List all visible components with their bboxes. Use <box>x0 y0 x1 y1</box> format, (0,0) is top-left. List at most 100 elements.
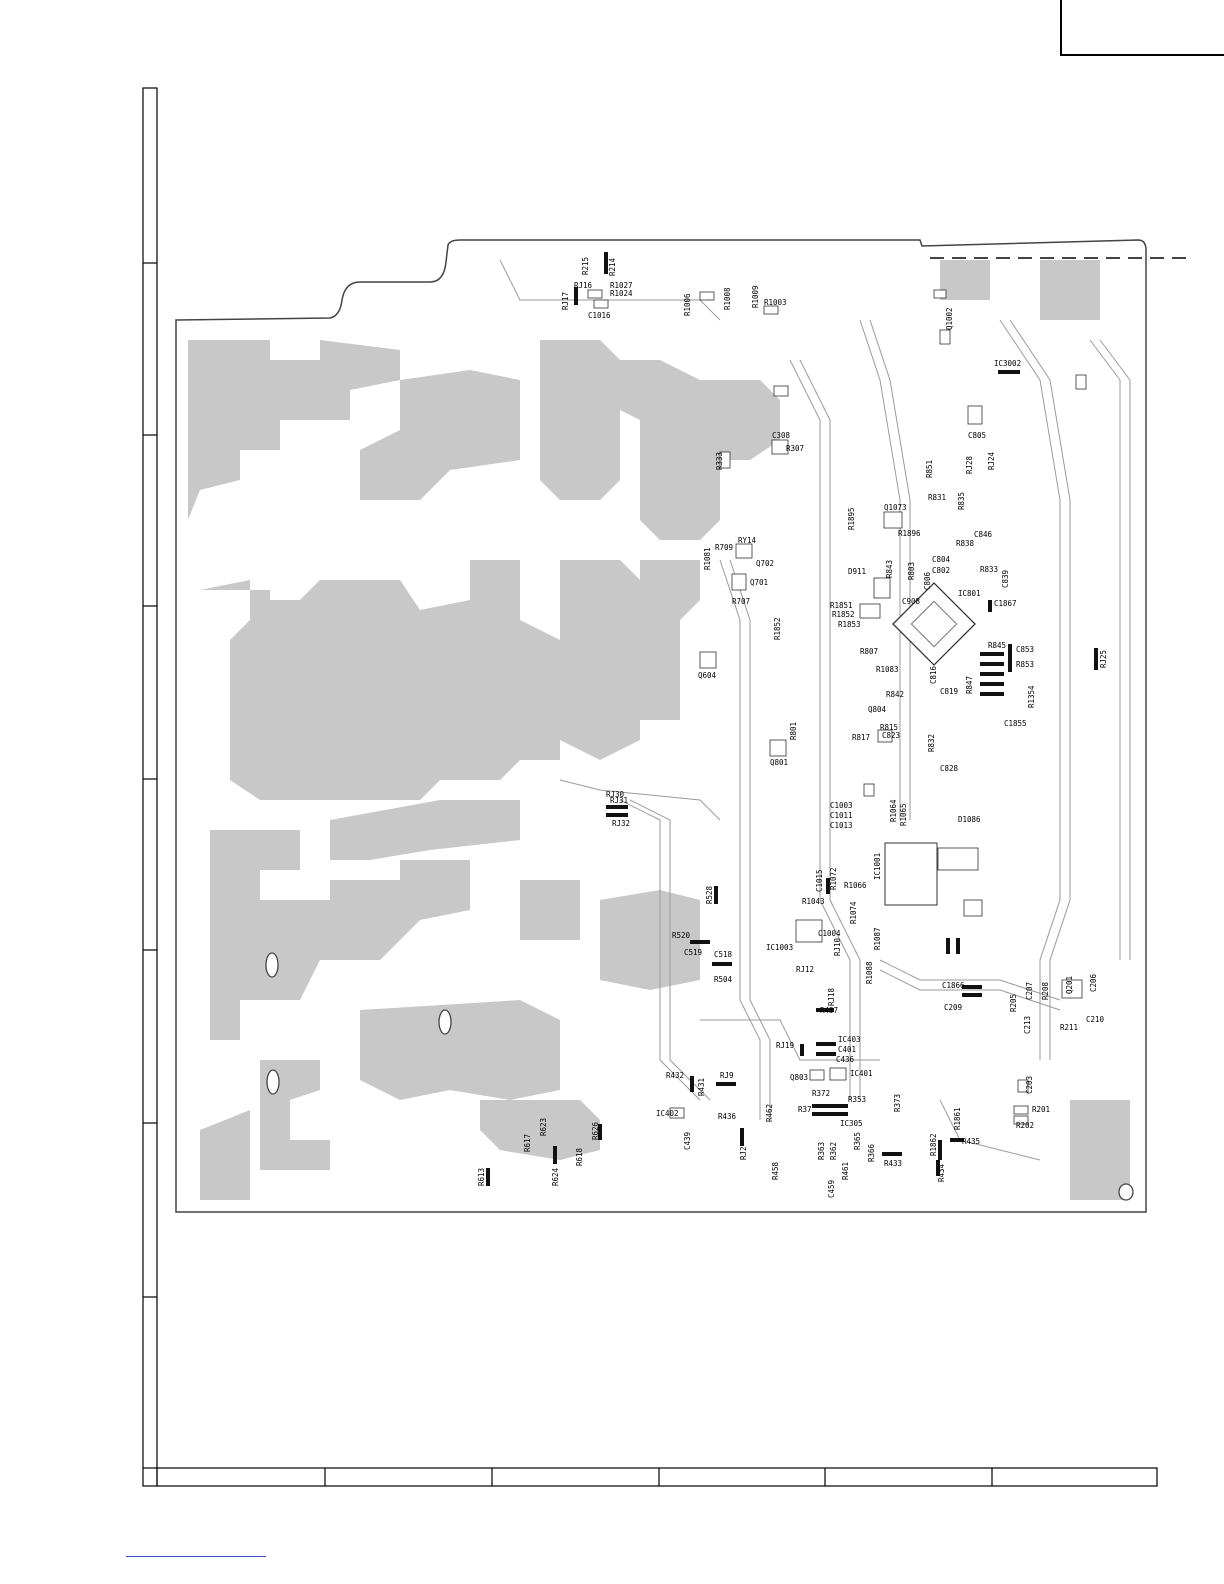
ref-label: R1024 <box>610 289 633 298</box>
ref-label: R843 <box>885 560 894 578</box>
title-block-corner <box>1060 0 1224 56</box>
ref-label: R1354 <box>1027 685 1036 708</box>
ref-label: Q201 <box>1065 976 1074 994</box>
ref-label: R1851 <box>830 601 853 610</box>
ref-label: Q1002 <box>945 307 954 330</box>
ref-label: C308 <box>772 431 791 440</box>
ref-label: R623 <box>539 1118 548 1136</box>
ref-label: R1861 <box>953 1107 962 1130</box>
ref-label: RJ30 <box>606 790 625 799</box>
ref-label: Q702 <box>756 559 774 568</box>
component-bodies <box>587 289 1087 1125</box>
ref-label: R431 <box>697 1078 706 1096</box>
ref-label: R1087 <box>873 927 882 950</box>
ref-label: R833 <box>980 565 998 574</box>
ref-label: R613 <box>477 1168 486 1186</box>
traces <box>499 259 1131 1161</box>
ref-label: R1074 <box>849 901 858 924</box>
ref-label: RJ2 <box>739 1146 748 1160</box>
ref-label: R626 <box>591 1121 600 1140</box>
ref-label: R815 <box>880 723 898 732</box>
ref-label: R211 <box>1060 1023 1078 1032</box>
ref-label: R520 <box>672 931 691 940</box>
ref-label: C806 <box>923 571 932 590</box>
ref-label: R372 <box>812 1089 830 1098</box>
ref-label: R215 <box>581 257 590 275</box>
ref-label: R205 <box>1009 994 1018 1012</box>
ref-label: IC801 <box>958 589 981 598</box>
ref-label: RJ17 <box>561 292 570 310</box>
footer-link-underline <box>126 1556 266 1557</box>
ref-label: Q801 <box>770 758 788 767</box>
ref-label: R832 <box>927 734 936 752</box>
ic1001-package <box>884 842 938 906</box>
ref-label: C518 <box>714 950 733 959</box>
component-pads <box>486 252 1098 1186</box>
ref-label: C459 <box>827 1180 836 1198</box>
ref-label: R333 <box>715 452 724 470</box>
ref-label: R618 <box>575 1147 584 1166</box>
ref-label: R461 <box>841 1162 850 1180</box>
ref-label: R504 <box>714 975 733 984</box>
ref-label: R835 <box>957 492 966 510</box>
ref-label: RJ31 <box>610 796 628 805</box>
ref-label: R435 <box>962 1137 980 1146</box>
ref-label: R373 <box>893 1094 902 1112</box>
ref-label: Q604 <box>698 671 717 680</box>
ref-label: C1016 <box>588 311 611 320</box>
ref-label: R807 <box>860 647 878 656</box>
ref-label: RJ10 <box>833 937 842 956</box>
ref-label: R831 <box>928 493 946 502</box>
ref-label: RJ24 <box>987 451 996 470</box>
ref-label: R1009 <box>751 285 760 308</box>
ref-label: R363 <box>817 1142 826 1160</box>
ref-label: IC402 <box>656 1109 679 1118</box>
ref-label: C1011 <box>830 811 853 820</box>
ref-label: C805 <box>968 431 986 440</box>
ref-label: R202 <box>1016 1121 1034 1130</box>
ref-label: R366 <box>867 1143 876 1162</box>
ref-label: R1003 <box>764 298 787 307</box>
ref-label: R437 <box>820 1006 838 1015</box>
ref-label: R433 <box>884 1159 902 1168</box>
ref-label: IC403 <box>838 1035 861 1044</box>
ref-label: C846 <box>974 530 993 539</box>
ref-label: C853 <box>1016 645 1034 654</box>
ref-label: C519 <box>684 948 702 957</box>
ref-label: IC1001 <box>873 853 882 880</box>
ref-label: R803 <box>907 562 916 580</box>
ref-label: R1066 <box>844 881 867 890</box>
ref-label: D1086 <box>958 815 981 824</box>
ref-label: R1064 <box>889 799 898 822</box>
ref-label: C1003 <box>830 801 853 810</box>
ref-label: R1852 <box>832 610 855 619</box>
ref-label: RJ19 <box>776 1041 794 1050</box>
ref-label: C1867 <box>994 599 1017 608</box>
ref-label: D911 <box>848 567 866 576</box>
ic801-package <box>892 582 976 666</box>
ref-label: RJ32 <box>612 819 630 828</box>
ref-label: R1006 <box>683 293 692 316</box>
ref-label: RJ12 <box>796 965 814 974</box>
ref-label: C802 <box>932 566 950 575</box>
ref-label: RJ16 <box>574 281 593 290</box>
ref-label: R847 <box>965 676 974 694</box>
ref-label: C1004 <box>818 929 841 938</box>
ref-label: R214 <box>608 257 617 276</box>
ref-label: C819 <box>940 687 958 696</box>
ref-label: R801 <box>789 722 798 740</box>
ref-label: C439 <box>683 1132 692 1150</box>
ref-label: RJ9 <box>720 1071 734 1080</box>
ref-label: R201 <box>1032 1105 1050 1114</box>
ref-label: R365 <box>853 1132 862 1150</box>
ref-label: R37 <box>798 1105 812 1114</box>
ref-label: RY14 <box>738 536 757 545</box>
ref-label: C816 <box>929 665 938 684</box>
ref-label: RJ28 <box>965 455 974 474</box>
ref-label: R1088 <box>865 961 874 984</box>
ref-label: C210 <box>1086 1015 1105 1024</box>
ref-label: R853 <box>1016 660 1034 669</box>
ref-label: R842 <box>886 690 904 699</box>
ref-label: Q804 <box>868 705 887 714</box>
